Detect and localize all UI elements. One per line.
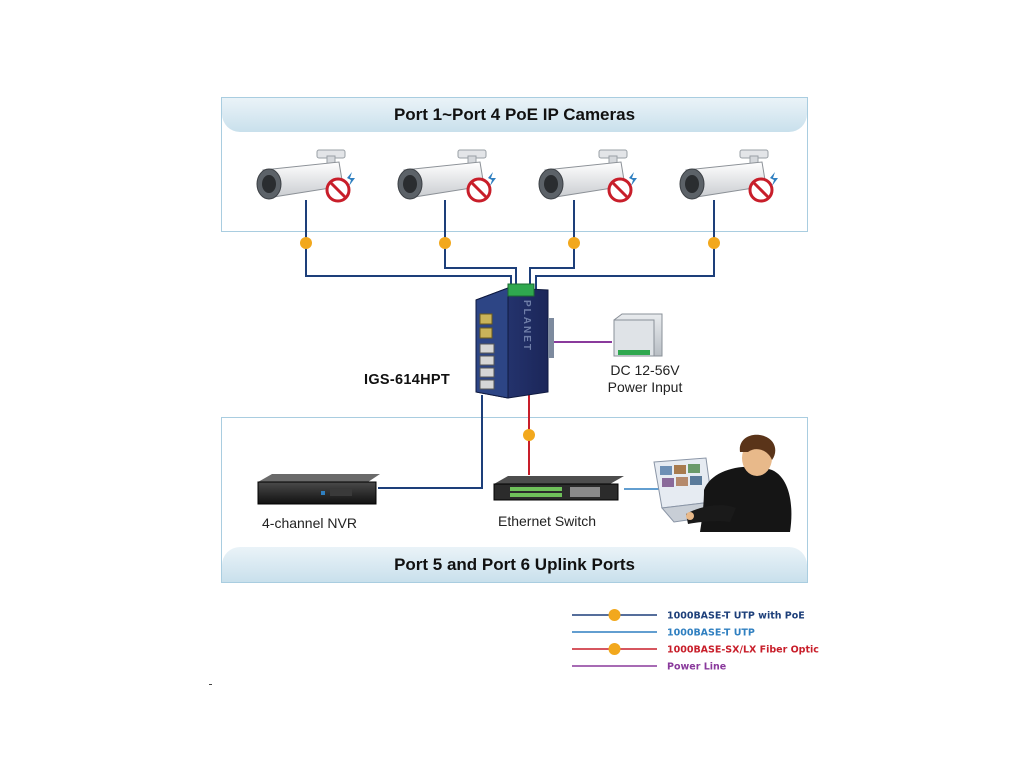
legend-label: Power Line	[667, 662, 726, 673]
utp-link-nvr	[378, 395, 483, 489]
ethernet-switch-label: Ethernet Switch	[498, 513, 597, 529]
legend-label: 1000BASE-T UTP	[667, 628, 755, 639]
camera-1	[256, 149, 355, 203]
legend-poe-badge	[608, 643, 621, 655]
poe-link-1	[305, 200, 512, 292]
stray-mark	[209, 684, 212, 685]
camera-4	[679, 149, 778, 203]
industrial-switch	[475, 283, 554, 399]
poe-link-4	[535, 200, 715, 292]
din-rail-power-supply	[613, 313, 663, 357]
poe-badge-2	[439, 237, 451, 249]
camera-3	[538, 149, 637, 203]
poe-badges	[300, 237, 720, 441]
cameras-banner-title: Port 1~Port 4 PoE IP Cameras	[393, 105, 636, 124]
legend-poe-badge	[608, 609, 621, 621]
ethernet-switch-device	[493, 476, 624, 501]
poe-link-2	[444, 200, 517, 292]
legend-entry: 1000BASE-SX/LX Fiber Optic	[572, 643, 819, 656]
poe-badge-4	[708, 237, 720, 249]
psu-label: DC 12-56V Power Input	[590, 362, 700, 396]
poe-badge-fiber	[523, 429, 535, 441]
poe-link-3	[529, 200, 575, 292]
psu-label-line2: Power Input	[607, 379, 683, 395]
poe-badge-1	[300, 237, 312, 249]
poe-badge-3	[568, 237, 580, 249]
uplink-banner: Port 5 and Port 6 Uplink Ports	[222, 547, 807, 582]
legend-label: 1000BASE-SX/LX Fiber Optic	[667, 645, 819, 656]
legend: 1000BASE-T UTP with PoE 1000BASE-T UTP 100…	[572, 609, 819, 673]
terminal-block	[507, 283, 535, 297]
switch-brand: PLANET	[521, 300, 532, 352]
legend-entry: 1000BASE-T UTP with PoE	[572, 609, 805, 622]
nvr-label: 4-channel NVR	[262, 515, 357, 531]
uplink-banner-title: Port 5 and Port 6 Uplink Ports	[394, 555, 635, 574]
legend-label: 1000BASE-T UTP with PoE	[667, 611, 805, 622]
operator-with-laptop	[653, 434, 792, 532]
psu-label-line1: DC 12-56V	[610, 362, 680, 378]
legend-entry: 1000BASE-T UTP	[572, 628, 755, 639]
camera-2	[397, 149, 496, 203]
nvr-device	[257, 474, 380, 505]
poe-links	[305, 200, 715, 292]
switch-model-label: IGS-614HPT	[364, 372, 450, 388]
cameras-banner: Port 1~Port 4 PoE IP Cameras	[222, 98, 807, 132]
legend-entry: Power Line	[572, 662, 726, 673]
